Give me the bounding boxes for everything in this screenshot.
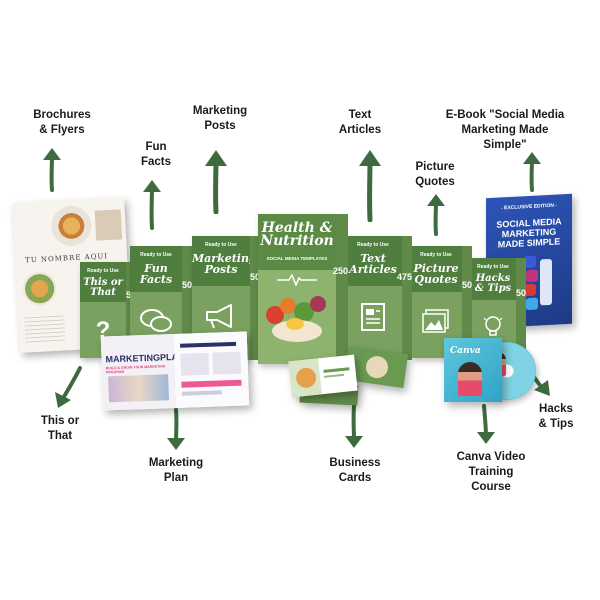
plan-subtitle: BUILD & GROW YOUR MARKETING PROGRAM [105, 364, 166, 375]
arrow-down-business-cards-icon [345, 404, 363, 448]
box-this-or-that: Ready to Use This or That 50 ? [80, 262, 136, 358]
fruit-bowl-photo [262, 292, 332, 348]
ready-label: Ready to Use [140, 252, 172, 258]
box-count: 475 [396, 272, 412, 282]
arrow-up-fun-facts-icon [143, 180, 161, 230]
arrow-up-marketing-posts-icon [205, 150, 227, 214]
ready-label: Ready to Use [87, 268, 119, 274]
box-title: Picture Quotes [413, 262, 459, 286]
box-title: Marketing Posts [192, 252, 257, 276]
marketing-plan-booklet: MARKETINGPLAN BUILD & GROW YOUR MARKETIN… [100, 331, 250, 411]
arrow-down-this-or-that-icon [55, 366, 82, 408]
phone-icon [540, 258, 552, 306]
box-side [516, 258, 526, 358]
label-ebook: E-Book "Social Media Marketing Made Simp… [445, 109, 565, 151]
label-fun-facts: Fun Facts [140, 141, 172, 168]
canva-logo: Canva [450, 346, 481, 356]
business-card-front [288, 354, 358, 398]
brochure-photo-salad [21, 270, 58, 307]
label-picture-quotes: Picture Quotes [415, 161, 455, 188]
plan-right-page [173, 331, 250, 408]
label-hacks-tips: Hacks & Tips [538, 403, 574, 430]
ebook-title: SOCIAL MEDIA MARKETING MADE SIMPLE [496, 216, 562, 250]
box-side [462, 246, 472, 358]
label-text-articles: Text Articles [338, 109, 382, 136]
arrow-up-ebook-icon [523, 152, 541, 192]
box-health-nutrition: Health & Nutrition SOCIAL MEDIA TEMPLATE… [258, 214, 348, 364]
box-count: 50 [461, 280, 472, 290]
arrow-down-marketing-plan-icon [167, 408, 185, 450]
box-side [182, 246, 192, 358]
presenter-photo [458, 362, 482, 396]
box-title: Fun Facts [139, 262, 173, 286]
box-side [250, 236, 260, 360]
brochure-photo-bowl [50, 204, 93, 247]
label-canva-course: Canva Video Training Course [456, 451, 526, 493]
brochure-text-block [24, 312, 66, 345]
ready-label: Ready to Use [477, 264, 509, 270]
lightbulb-icon [483, 316, 503, 336]
box-count: 250 [332, 266, 348, 276]
instagram-icon [526, 269, 538, 283]
megaphone-icon [206, 304, 232, 329]
arrow-up-picture-quotes-icon [427, 194, 445, 236]
box-subtitle: SOCIAL MEDIA TEMPLATES [266, 256, 328, 261]
box-title: Hacks & Tips [474, 273, 512, 294]
twitter-icon [526, 297, 538, 311]
brochure-photo-food [94, 209, 123, 241]
arrow-down-canva-course-icon [477, 404, 495, 444]
box-side [336, 214, 348, 364]
heartbeat-icon [258, 274, 336, 286]
plan-photo [108, 374, 170, 403]
plan-left-page: MARKETINGPLAN BUILD & GROW YOUR MARKETIN… [100, 334, 185, 411]
box-text-articles: Ready to Use Text Articles 475 [344, 236, 412, 360]
box-count: 50 [181, 280, 192, 290]
ready-label: Ready to Use [205, 242, 237, 248]
plan-title: MARKETINGPLAN [105, 351, 185, 365]
box-count: 50 [249, 272, 260, 282]
speech-bubbles-icon [140, 309, 172, 332]
ready-label: Ready to Use [420, 252, 452, 258]
box-count: 50 [515, 288, 526, 298]
label-marketing-plan: Marketing Plan [148, 457, 204, 484]
document-icon [361, 303, 385, 331]
picture-icon [422, 309, 449, 333]
label-brochures-flyers: Brochures & Flyers [33, 109, 91, 136]
arrow-up-brochures-icon [43, 148, 61, 192]
canva-dvd-case: Canva [444, 338, 502, 402]
box-title: This or That [83, 277, 123, 298]
label-marketing-posts: Marketing Posts [192, 105, 248, 132]
ebook-badge: - EXCLUSIVE EDITION - [500, 202, 558, 212]
label-this-or-that: This or That [40, 415, 80, 442]
arrow-up-text-articles-icon [359, 150, 381, 222]
label-business-cards: Business Cards [329, 457, 381, 484]
box-title: Text Articles [349, 252, 397, 276]
ready-label: Ready to Use [357, 242, 389, 248]
box-title: Health & Nutrition [260, 220, 334, 249]
box-side [402, 236, 412, 360]
